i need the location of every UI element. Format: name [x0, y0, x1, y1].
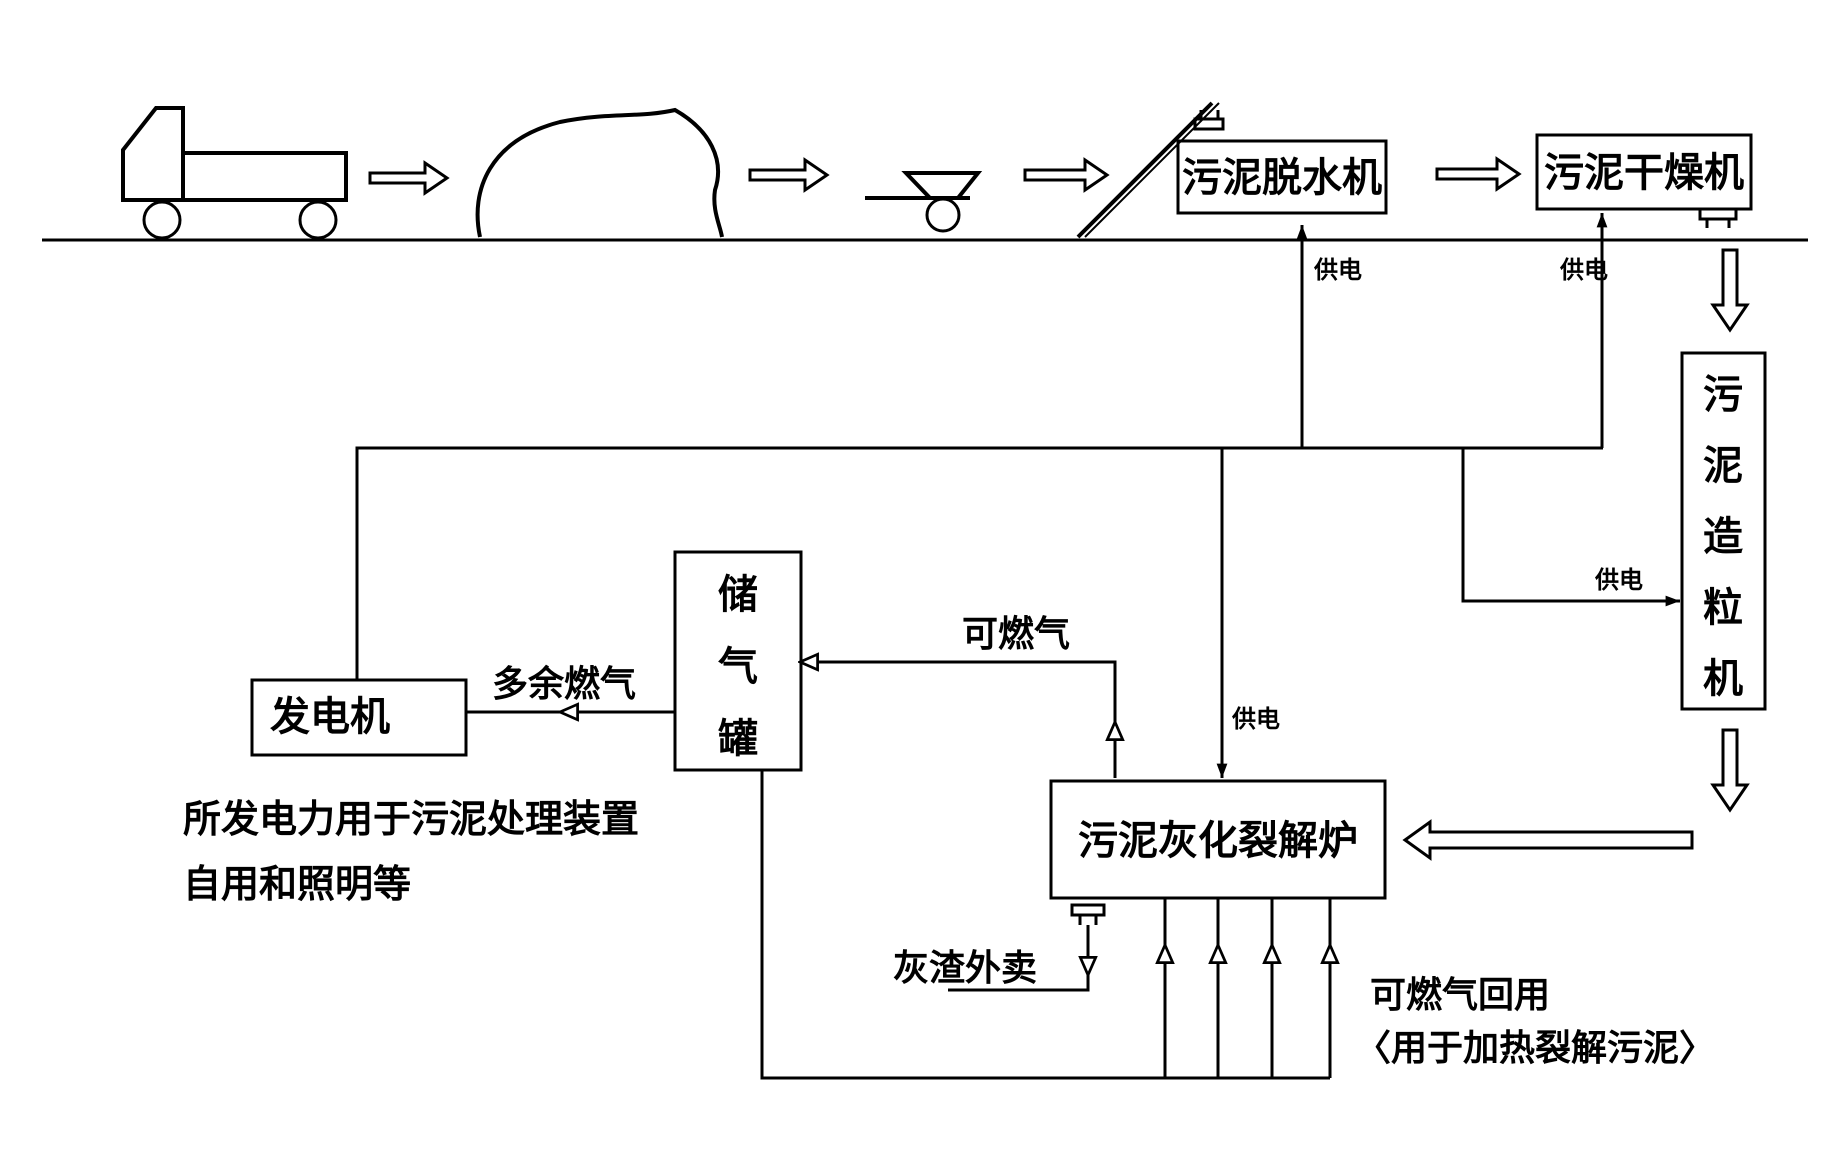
dryer-label: 污泥干燥机 — [1544, 150, 1744, 196]
vertical-char: 储 — [718, 572, 758, 618]
surplus-gas-label: 多余燃气 — [492, 663, 636, 705]
furnace-label: 污泥灰化裂解炉 — [1078, 818, 1358, 864]
conveyor-icon — [1076, 101, 1225, 239]
power-supply-label: 供电 — [1559, 256, 1608, 284]
vertical-char: 机 — [1703, 656, 1743, 702]
ash-discharge-line — [948, 903, 1106, 992]
vertical-char: 泥 — [1703, 443, 1743, 489]
dewater-box — [1176, 139, 1388, 215]
vertical-char: 污 — [1703, 372, 1743, 418]
dewater-label: 污泥脱水机 — [1182, 155, 1382, 201]
vertical-char: 气 — [718, 644, 758, 690]
dryer-support-icon — [1698, 207, 1738, 228]
dryer-box — [1535, 133, 1753, 211]
tank-label: 储气罐 — [718, 572, 758, 762]
furnace-box — [1049, 779, 1387, 900]
gas-reuse-lines — [760, 770, 1330, 1080]
vertical-char: 罐 — [718, 716, 758, 762]
gas-reuse-note: 〈用于加热裂解污泥〉 — [1355, 1028, 1715, 1069]
tank-box — [673, 550, 803, 772]
vertical-char: 粒 — [1703, 585, 1743, 631]
power-supply-label: 供电 — [1313, 256, 1362, 284]
gas-lines — [466, 662, 1115, 778]
power-supply-label: 供电 — [1594, 566, 1643, 594]
power-lines — [355, 213, 1680, 778]
sludge-pile-icon — [475, 107, 724, 238]
combustible-gas-label: 可燃气 — [962, 614, 1070, 655]
generator-label: 发电机 — [270, 694, 390, 740]
ash-sale-label: 灰渣外卖 — [893, 948, 1037, 989]
process-arrow-icon — [368, 156, 1750, 861]
power-usage-note: 自用和照明等 — [183, 862, 411, 906]
truck-icon — [121, 106, 348, 240]
vertical-char: 造 — [1703, 514, 1743, 560]
granulator-box — [1680, 351, 1767, 711]
power-supply-label: 供电 — [1231, 705, 1280, 733]
gas-reuse-label: 可燃气回用 — [1370, 975, 1550, 1016]
generator-box — [250, 678, 468, 757]
cart-icon — [865, 171, 983, 233]
power-usage-note: 所发电力用于污泥处理装置 — [183, 797, 639, 841]
